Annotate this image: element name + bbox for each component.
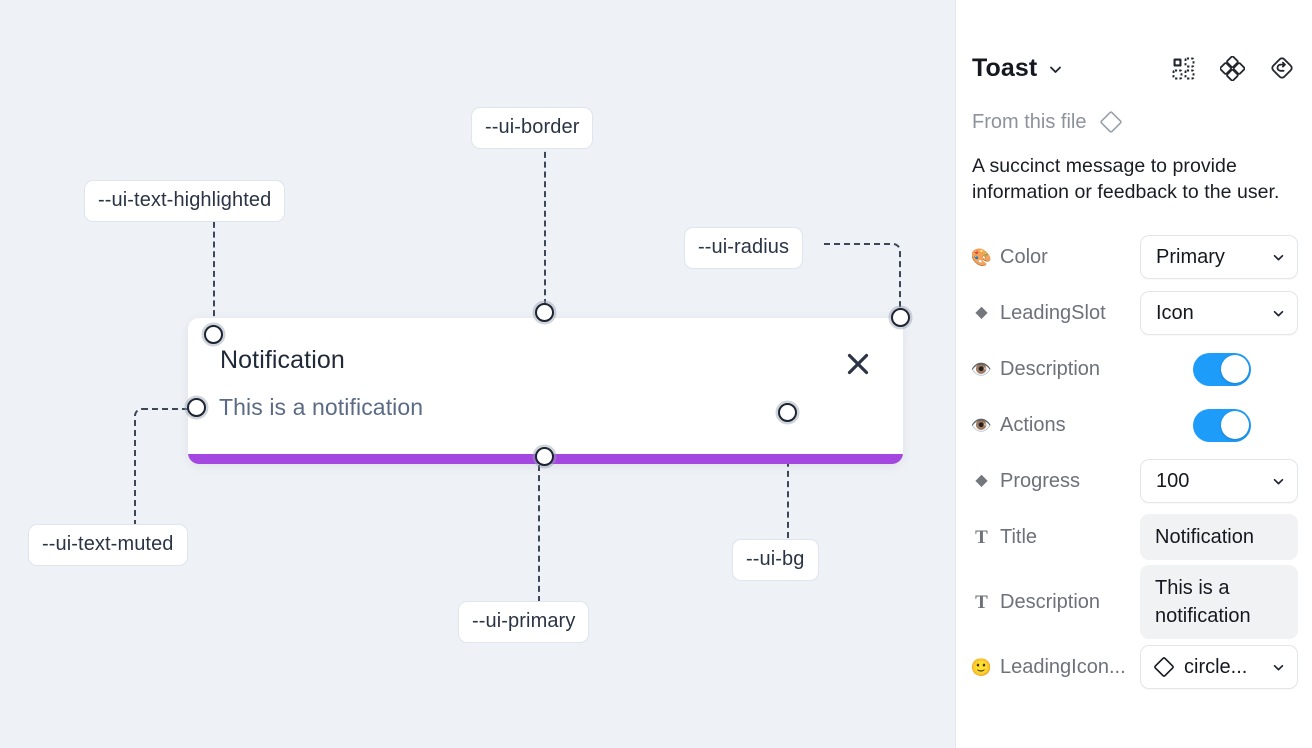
smiley-emoji-icon: 🙂	[972, 657, 993, 677]
property-row-leadingicon: 🙂 LeadingIcon... circle...	[972, 639, 1298, 695]
variants-cluster-icon[interactable]	[1220, 55, 1245, 81]
property-label-description-text: T Description	[972, 591, 1140, 614]
annotation-pill-ui-text-highlighted[interactable]: --ui-text-highlighted	[84, 180, 286, 222]
diamond-component-icon	[1152, 655, 1176, 679]
leader-line-ui-text-muted	[134, 408, 191, 525]
panel-header-actions	[1171, 55, 1295, 81]
palette-emoji-icon: 🎨	[972, 247, 993, 267]
eye-emoji-icon: 👁️	[972, 359, 993, 379]
property-row-title: T Title Notification	[972, 509, 1298, 565]
property-row-description-toggle: 👁️ Description	[972, 341, 1295, 397]
panel-header: Toast	[972, 43, 1295, 93]
annotation-pill-ui-primary[interactable]: --ui-primary	[458, 601, 590, 643]
title-input[interactable]: Notification	[1140, 514, 1298, 560]
property-row-description-text: T Description This is a notification	[972, 565, 1298, 639]
reset-instance-icon[interactable]	[1269, 55, 1295, 81]
description-toggle[interactable]	[1193, 352, 1251, 386]
leadingicon-select-value: circle...	[1184, 655, 1248, 678]
handle-dot-ui-text-muted[interactable]	[187, 398, 206, 417]
color-select[interactable]: Primary	[1140, 235, 1298, 279]
toast-description: This is a notification	[219, 394, 424, 420]
color-select-value: Primary	[1156, 245, 1225, 268]
diamond-icon: ◆	[975, 472, 988, 489]
property-label-leadingslot: ◆ LeadingSlot	[972, 302, 1140, 325]
toast-title: Notification	[220, 346, 345, 374]
eye-emoji-icon: 👁️	[972, 415, 993, 435]
progress-select-value: 100	[1156, 469, 1190, 492]
handle-dot-ui-primary[interactable]	[535, 447, 554, 466]
leader-line-ui-radius	[824, 243, 901, 310]
property-row-progress: ◆ Progress 100	[972, 453, 1298, 509]
property-label-actions-toggle: 👁️ Actions	[972, 413, 1066, 436]
properties-panel: Toast	[956, 0, 1311, 748]
property-label-description-toggle: 👁️ Description	[972, 357, 1101, 380]
annotation-pill-ui-border[interactable]: --ui-border	[471, 107, 594, 149]
handle-dot-ui-bg[interactable]	[778, 403, 797, 422]
diamond-component-icon	[1098, 109, 1124, 135]
leader-line-ui-text-highlighted	[213, 212, 215, 326]
chevron-down-icon	[1271, 660, 1286, 675]
property-row-actions-toggle: 👁️ Actions	[972, 397, 1295, 453]
leader-line-ui-primary	[538, 465, 540, 602]
annotation-pill-ui-radius[interactable]: --ui-radius	[684, 227, 804, 269]
leader-line-ui-bg	[787, 420, 789, 538]
property-label-color: 🎨 Color	[972, 245, 1048, 268]
actions-toggle[interactable]	[1193, 408, 1251, 442]
property-label-title: T Title	[972, 526, 1140, 549]
leader-line-ui-border	[544, 142, 546, 305]
properties-list: 🎨 Color Primary ◆ LeadingSlot	[972, 229, 1298, 695]
property-label-progress: ◆ Progress	[972, 470, 1140, 493]
property-row-leadingslot: ◆ LeadingSlot Icon	[972, 285, 1298, 341]
annotation-pill-ui-bg[interactable]: --ui-bg	[732, 539, 819, 581]
text-type-icon: T	[975, 526, 988, 548]
text-type-icon: T	[975, 591, 988, 613]
leadingslot-select[interactable]: Icon	[1140, 291, 1298, 335]
progress-select[interactable]: 100	[1140, 459, 1298, 503]
description-input[interactable]: This is a notification	[1140, 565, 1298, 639]
toast-component-preview[interactable]: Notification This is a notification	[188, 318, 903, 464]
chevron-down-icon	[1271, 250, 1286, 265]
leadingslot-select-value: Icon	[1156, 301, 1194, 324]
chevron-down-icon	[1271, 306, 1286, 321]
design-canvas[interactable]: --ui-text-highlighted --ui-border --ui-r…	[0, 0, 956, 748]
handle-dot-ui-text-highlighted[interactable]	[204, 325, 223, 344]
page-title: Toast	[972, 53, 1038, 82]
close-x-icon[interactable]	[845, 351, 871, 377]
from-this-file-row[interactable]: From this file	[972, 109, 1295, 135]
handle-dot-ui-border[interactable]	[535, 303, 554, 322]
chevron-down-icon	[1271, 474, 1286, 489]
component-set-icon[interactable]	[1171, 56, 1196, 81]
component-description: A succinct message to provide informatio…	[972, 155, 1280, 203]
diamond-icon: ◆	[975, 304, 988, 321]
property-row-color: 🎨 Color Primary	[972, 229, 1298, 285]
annotation-pill-ui-text-muted[interactable]: --ui-text-muted	[28, 524, 188, 566]
handle-dot-ui-radius[interactable]	[891, 308, 910, 327]
from-this-file-label: From this file	[972, 110, 1087, 133]
toggle-knob	[1220, 411, 1249, 439]
toggle-knob	[1220, 355, 1249, 383]
property-label-leadingicon: 🙂 LeadingIcon...	[972, 655, 1126, 678]
chevron-down-icon[interactable]	[1047, 61, 1064, 78]
leadingicon-select[interactable]: circle...	[1140, 645, 1298, 689]
